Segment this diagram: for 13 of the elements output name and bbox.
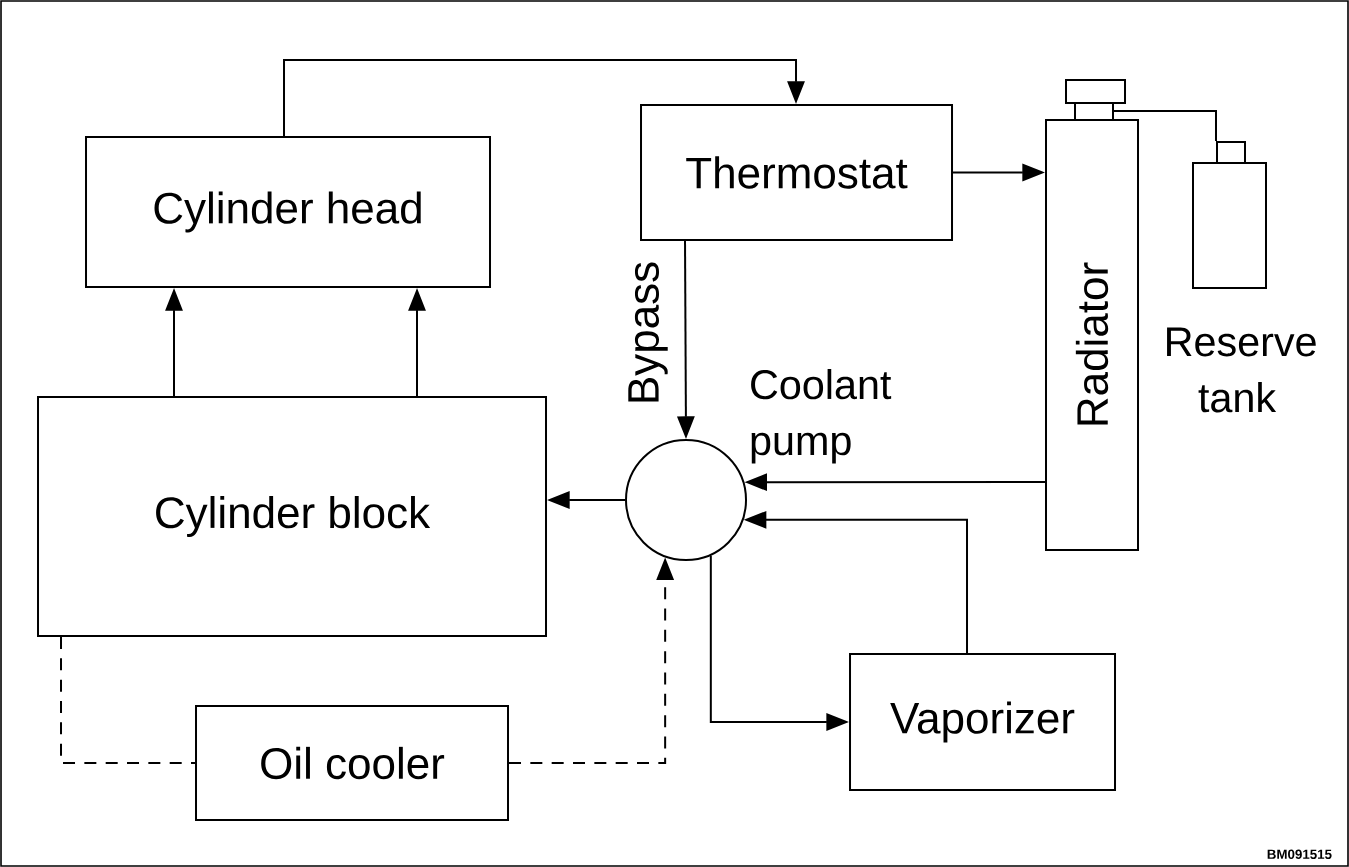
arrow bbox=[283, 59, 805, 137]
figure-code: BM091515 bbox=[1267, 849, 1332, 859]
dashed-line bbox=[60, 636, 196, 764]
tank-label: Reserve tank bbox=[1167, 327, 1316, 413]
component-box: Oil cooler bbox=[195, 705, 509, 821]
pump-label: Coolant pump bbox=[751, 369, 892, 464]
radiator-drawing: Radiator bbox=[1045, 79, 1139, 551]
component-box: Cylinder head bbox=[85, 136, 491, 288]
component-box: Thermostat bbox=[640, 104, 953, 241]
edge-label: Bypass bbox=[626, 259, 670, 407]
component-box: Cylinder block bbox=[37, 396, 547, 637]
hose-line bbox=[1111, 110, 1217, 142]
component-box: Vaporizer bbox=[849, 653, 1116, 791]
